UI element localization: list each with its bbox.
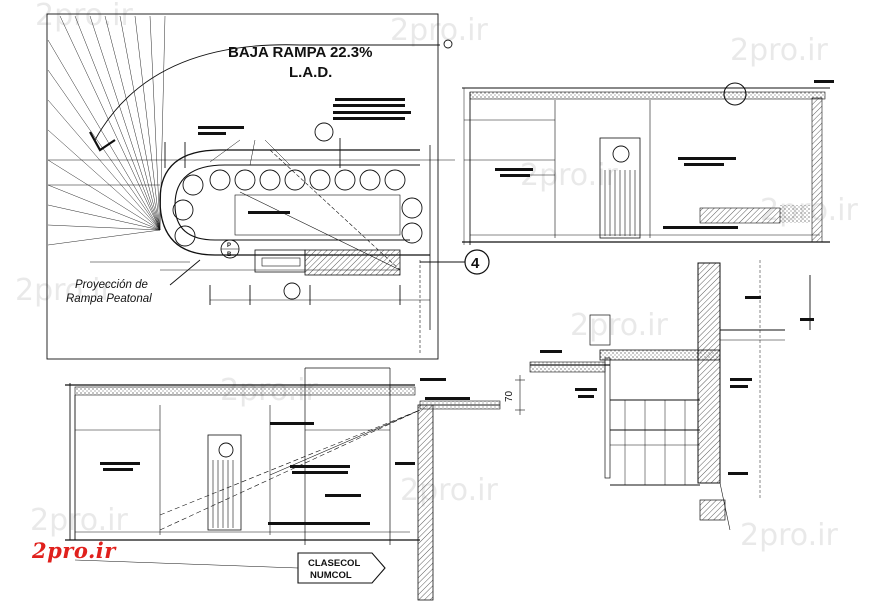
elevation-drawing-top xyxy=(462,82,830,245)
direction-arrow-icon xyxy=(89,131,116,152)
watermark-layer: 2pro.ir 2pro.ir 2pro.ir 2pro.ir 2pro.ir … xyxy=(15,0,859,553)
north-arrow-icon xyxy=(723,82,747,106)
watermark-text: 2pro.ir xyxy=(35,0,134,33)
plan-subtitle: L.A.D. xyxy=(289,64,332,81)
brand-logo-text: 2pro.ir xyxy=(32,538,116,563)
projection-label-line2: Rampa Peatonal xyxy=(66,293,152,305)
dimension-label: 70 xyxy=(504,390,515,402)
lower-section-drawing xyxy=(65,367,525,601)
radial-lines xyxy=(47,15,166,246)
label-box-line2: NUMCOL xyxy=(310,570,352,581)
watermark-text: 2pro.ir xyxy=(390,13,489,48)
watermark-text: 2pro.ir xyxy=(520,158,619,193)
section-detail-drawing xyxy=(529,260,811,531)
section-marker xyxy=(464,249,490,275)
elevation-notes-top xyxy=(198,80,834,229)
room-marker-bottom: B xyxy=(227,252,232,258)
watermark-text: 2pro.ir xyxy=(30,503,129,538)
level-marker-icon xyxy=(283,282,301,300)
section-marker-number: 4 xyxy=(471,255,480,272)
leader-end-marker xyxy=(443,39,453,49)
projection-label-line1: Proyección de xyxy=(75,279,148,291)
room-marker-top: P xyxy=(227,243,231,249)
label-box-line1: CLASECOL xyxy=(308,558,360,569)
lower-section-notes xyxy=(100,378,470,525)
column-circles xyxy=(172,169,423,247)
label-box xyxy=(297,552,386,584)
watermark-text: 2pro.ir xyxy=(570,308,669,343)
watermark-text: 2pro.ir xyxy=(400,473,499,508)
plan-frame xyxy=(46,13,439,360)
ramp-plan-drawing xyxy=(46,13,490,360)
watermark-text: 2pro.ir xyxy=(15,273,114,308)
section-detail-notes xyxy=(540,296,814,475)
watermark-text: 2pro.ir xyxy=(740,518,839,553)
watermark-text: 2pro.ir xyxy=(730,33,829,68)
level-marker-icon xyxy=(314,122,334,142)
plan-title: BAJA RAMPA 22.3% xyxy=(228,44,372,61)
